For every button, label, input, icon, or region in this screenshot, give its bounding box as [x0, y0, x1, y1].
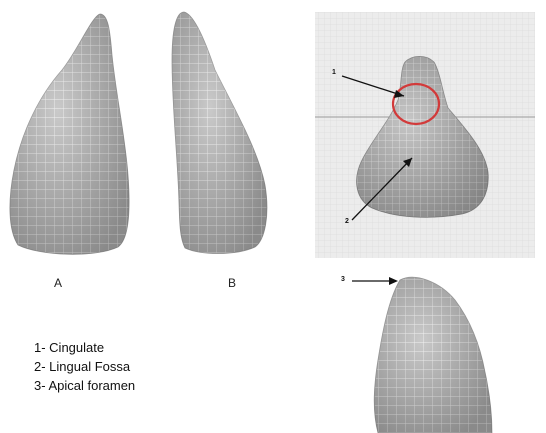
legend-item-lingual-fossa: 2- Lingual Fossa	[34, 357, 135, 376]
callout-label-3: 3	[341, 276, 345, 283]
panel-label-b: B	[228, 276, 236, 290]
legend-item-apical-foramen: 3- Apical foramen	[34, 376, 135, 395]
callout-label-1: 1	[332, 69, 336, 76]
legend: 1- Cingulate 2- Lingual Fossa 3- Apical …	[34, 338, 135, 395]
legend-item-cingulate: 1- Cingulate	[34, 338, 135, 357]
panel-label-a: A	[54, 276, 62, 290]
apical-view-model	[352, 277, 492, 433]
callout-label-2: 2	[345, 218, 349, 225]
tooth-b-model	[172, 12, 267, 254]
tooth-a-model	[10, 14, 129, 254]
